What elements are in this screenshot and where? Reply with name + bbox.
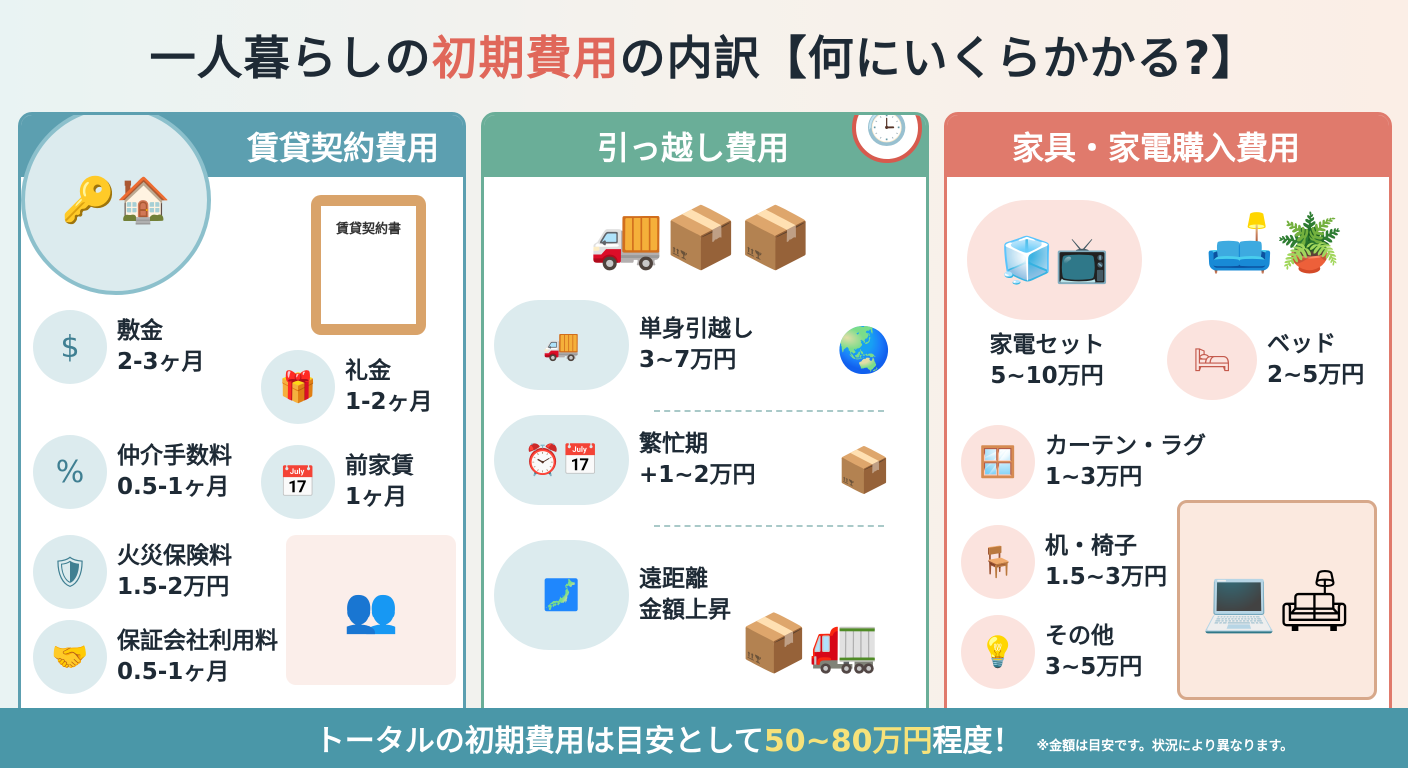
list-item: ⏰📅繁忙期+1~2万円 xyxy=(494,415,756,505)
shield-building-icon: 🛡 xyxy=(33,535,107,609)
total-amount: 50~80万円 xyxy=(763,724,933,759)
list-item: 🗾遠距離金額上昇 xyxy=(494,540,731,650)
truck-boxes-illustration: 🚚📦📦 xyxy=(588,202,814,273)
divider xyxy=(654,410,884,412)
curtain-icon: 🪟 xyxy=(961,425,1035,499)
clock-calendar-icon: ⏰📅 xyxy=(494,415,629,505)
consultation-illustration: 👥 xyxy=(286,535,456,685)
divider xyxy=(654,525,884,527)
panel-header: 家具・家電購入費用 xyxy=(947,115,1389,177)
bed-icon: 🛏 xyxy=(1167,320,1257,400)
appliances-icon: 🧊📺 xyxy=(967,200,1142,320)
gift-hand-icon: 🎁 xyxy=(261,350,335,424)
japan-map-icon: 🗾 xyxy=(494,540,629,650)
globe-box-icon: 🌏 xyxy=(836,325,892,376)
coin-hand-icon: $ xyxy=(33,310,107,384)
key-house-coins-icon: 🔑🏠 xyxy=(21,115,211,295)
total-banner: トータルの初期費用は目安として50~80万円程度！ ※金額は目安です。状況により… xyxy=(0,708,1408,768)
lamp-shelf-icon: 💡 xyxy=(961,615,1035,689)
disclaimer-note: ※金額は目安です。状況により異なります。 xyxy=(1036,738,1294,754)
desk-chair-icon: 🪑 xyxy=(961,525,1035,599)
panel-header: 引っ越し費用 xyxy=(484,115,926,177)
percent-hand-icon: % xyxy=(33,435,107,509)
page-title: 一人暮らしの初期費用の内訳【何にいくらかかる?】 xyxy=(149,31,1259,85)
loading-truck-icon: 📦🚛 xyxy=(739,610,879,676)
room-illustration: 💻🛋 xyxy=(1177,500,1377,700)
calendar-icon: 📅 xyxy=(261,445,335,519)
packing-mover-icon: 📦 xyxy=(836,445,892,496)
sofa-person-illustration: 🛋️🪴 xyxy=(1204,210,1345,276)
contract-clipboard-icon: 賃貸契約書 xyxy=(311,195,426,335)
handshake-icon: 🤝 xyxy=(33,620,107,694)
mover-truck-icon: 🚚 xyxy=(494,300,629,390)
